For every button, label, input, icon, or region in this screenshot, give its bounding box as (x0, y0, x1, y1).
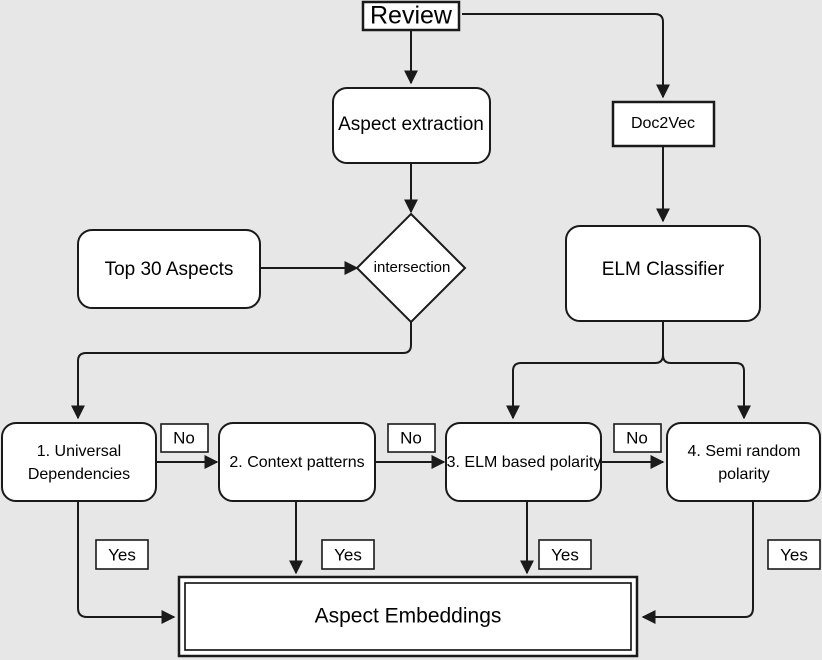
edge-label-yes-4-text: Yes (780, 545, 808, 564)
node-step2-label: 2. Context patterns (229, 454, 364, 471)
node-review[interactable]: Review (361, 0, 461, 32)
node-step3-elm-based-polarity[interactable]: 3. ELM based polarity (445, 422, 602, 502)
node-elm-classifier-label: ELM Classifier (602, 259, 725, 280)
edge-label-no-2: No (387, 423, 436, 453)
node-intersection-label: intersection (374, 259, 451, 276)
edge-step4-yes-to-aspect-embeddings (641, 501, 754, 624)
edge-intersection-to-step1 (71, 322, 412, 420)
node-step4-label-line1: 4. Semi random (688, 443, 801, 460)
node-step2-context-patterns[interactable]: 2. Context patterns (218, 422, 376, 502)
node-intersection[interactable]: intersection (355, 212, 467, 324)
edge-label-no-2-text: No (400, 428, 422, 447)
edge-label-yes-2-text: Yes (334, 545, 362, 564)
node-aspect-embeddings[interactable]: Aspect Embeddings (177, 575, 639, 658)
edge-label-no-3: No (613, 423, 662, 453)
edge-elm-classifier-to-step3 (506, 321, 664, 420)
node-aspect-extraction[interactable]: Aspect extraction (332, 87, 491, 164)
node-aspect-embeddings-label: Aspect Embeddings (315, 605, 502, 628)
node-elm-classifier[interactable]: ELM Classifier (565, 225, 761, 322)
node-step3-label: 3. ELM based polarity (447, 454, 602, 471)
edge-label-yes-1: Yes (95, 539, 149, 570)
node-review-label: Review (370, 2, 453, 30)
node-step1-label-line1: 1. Universal (37, 443, 121, 460)
node-doc2vec[interactable]: Doc2Vec (611, 100, 716, 148)
node-step4-label-line2: polarity (718, 466, 770, 483)
node-step1-universal-dependencies[interactable]: 1. Universal Dependencies (1, 422, 157, 502)
edge-step1-yes-to-aspect-embeddings (77, 501, 176, 624)
edge-label-no-1-text: No (173, 428, 195, 447)
edge-label-no-1: No (160, 423, 209, 453)
edge-label-yes-2: Yes (321, 539, 375, 570)
node-top30-aspects[interactable]: Top 30 Aspects (77, 229, 261, 309)
edge-label-yes-3: Yes (538, 539, 592, 570)
node-doc2vec-label: Doc2Vec (631, 115, 695, 132)
edge-label-yes-4: Yes (767, 539, 821, 570)
node-step1-label-line2: Dependencies (28, 466, 130, 483)
edge-review-to-doc2vec (462, 13, 670, 99)
edge-label-no-3-text: No (626, 428, 648, 447)
node-aspect-extraction-label: Aspect extraction (338, 114, 484, 135)
edge-elm-classifier-to-step4 (662, 354, 751, 420)
edge-label-yes-3-text: Yes (551, 545, 579, 564)
node-step4-semi-random-polarity[interactable]: 4. Semi random polarity (666, 422, 821, 502)
node-top30-aspects-label: Top 30 Aspects (105, 259, 234, 280)
edge-label-yes-1-text: Yes (108, 545, 136, 564)
